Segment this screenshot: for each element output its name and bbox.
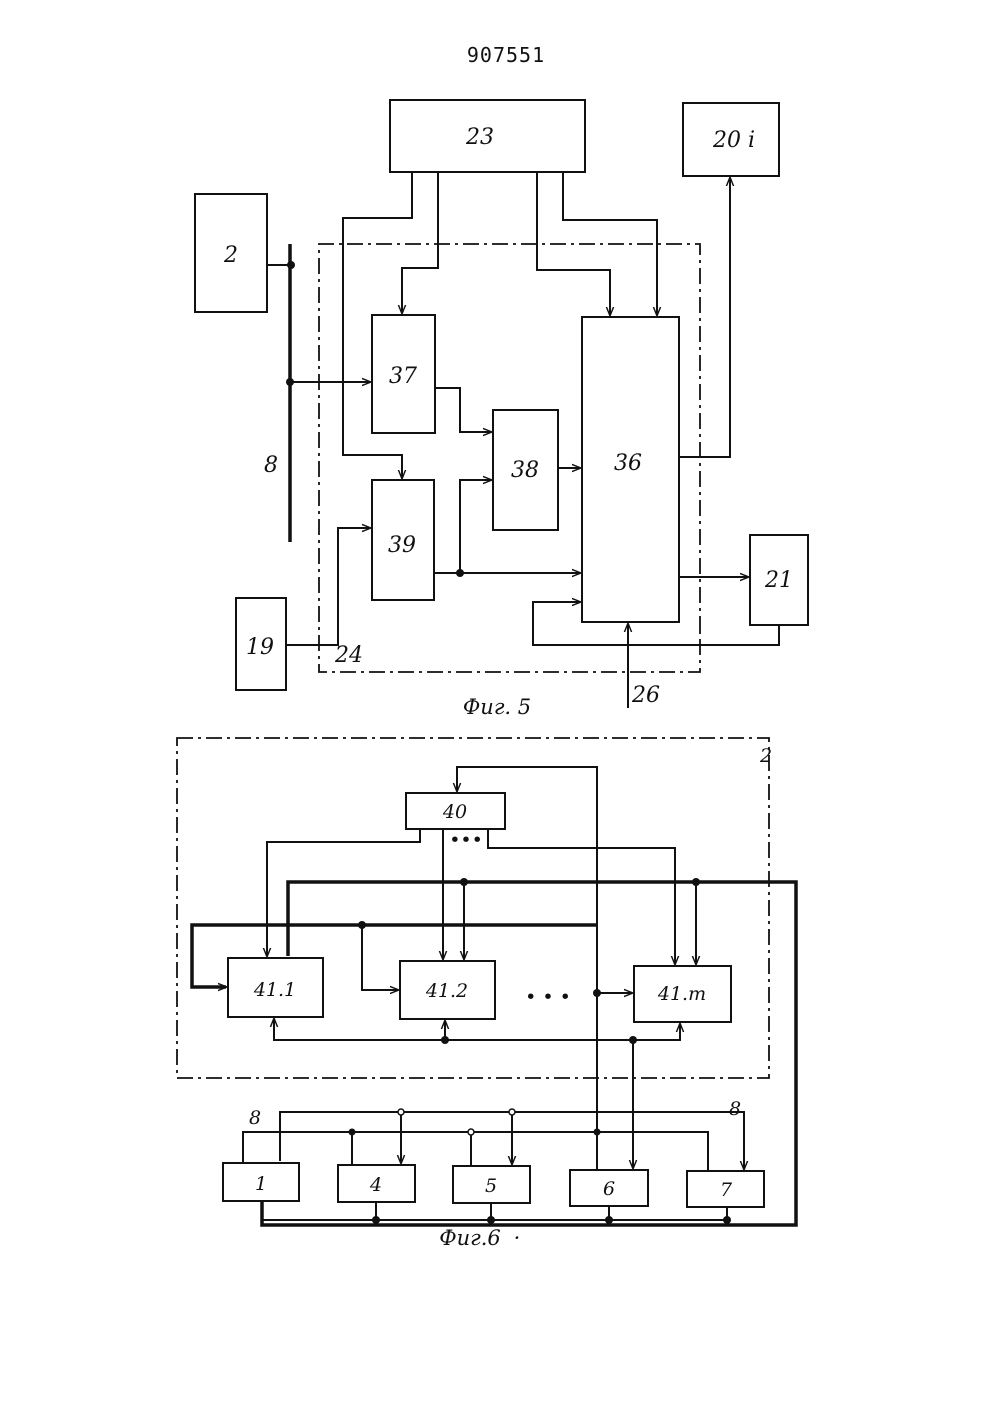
junction xyxy=(460,878,468,886)
block-7-label: 7 xyxy=(720,1179,733,1201)
feedback-line-41-2 xyxy=(362,925,398,990)
caption-dot: · xyxy=(514,1226,521,1250)
junction xyxy=(398,1109,404,1115)
junction xyxy=(593,989,601,997)
link-21-36 xyxy=(533,602,779,645)
junction xyxy=(468,1129,474,1135)
link-40-41-m xyxy=(488,829,675,964)
ellipsis-40-outputs: ••• xyxy=(449,829,483,851)
link-23-37 xyxy=(402,172,438,313)
figure-6: 2 40 41.1 41.2 41.m ••• • • • xyxy=(177,738,796,1250)
link-19-39 xyxy=(286,528,370,645)
dash-dot-boundary xyxy=(319,244,700,672)
block-21-label: 21 xyxy=(764,568,793,593)
junction xyxy=(349,1129,356,1136)
junction xyxy=(358,921,366,929)
block-23-label: 23 xyxy=(465,125,494,150)
input-26-label: 26 xyxy=(631,683,660,708)
block-1-label: 1 xyxy=(255,1173,267,1195)
bus-8-label-right: 8 xyxy=(729,1098,741,1120)
junction xyxy=(372,1216,380,1224)
group-2-label: 2 xyxy=(759,745,772,767)
link-6-40 xyxy=(457,767,597,1170)
block-4-label: 4 xyxy=(369,1174,382,1196)
block-2-label: 2 xyxy=(223,243,238,268)
junction xyxy=(692,878,700,886)
junction xyxy=(629,1036,637,1044)
junction xyxy=(509,1109,515,1115)
block-5-label: 5 xyxy=(485,1175,497,1197)
feedback-line-41-1 xyxy=(192,925,597,987)
junction xyxy=(287,261,295,269)
link-36-20i xyxy=(679,178,730,457)
junction xyxy=(605,1216,613,1224)
junction xyxy=(594,1129,601,1136)
link-39-38 xyxy=(434,480,491,573)
line-24-label: 24 xyxy=(334,643,363,668)
block-6-label: 6 xyxy=(603,1178,615,1200)
figure-5-caption: Фиг. 5 xyxy=(463,695,531,719)
document-number: 907551 xyxy=(467,43,545,67)
ellipsis-41-blocks: • • • xyxy=(525,986,571,1008)
block-38-label: 38 xyxy=(511,458,539,483)
block-37-label: 37 xyxy=(389,364,417,389)
junction xyxy=(441,1036,449,1044)
link-37-38 xyxy=(435,388,491,432)
figure-5: 23 20 i 2 37 38 36 39 21 19 8 xyxy=(195,100,808,719)
block-36-label: 36 xyxy=(614,451,642,476)
block-39-label: 39 xyxy=(388,533,416,558)
block-41-2-label: 41.2 xyxy=(425,980,468,1002)
junction xyxy=(487,1216,495,1224)
block-40-label: 40 xyxy=(442,801,467,823)
bus-8-label-left: 8 xyxy=(249,1107,261,1129)
block-19-label: 19 xyxy=(246,635,274,660)
bottom-bus-41 xyxy=(274,1019,680,1040)
block-41-1-label: 41.1 xyxy=(253,979,296,1001)
figure-6-caption: Фиг.6 xyxy=(439,1226,501,1250)
junction xyxy=(723,1216,731,1224)
block-20i-label: 20 i xyxy=(712,128,755,153)
bus-8-label: 8 xyxy=(264,453,278,478)
block-41-m-label: 41.m xyxy=(657,983,706,1005)
link-40-41-1 xyxy=(267,829,420,956)
junction xyxy=(286,378,294,386)
